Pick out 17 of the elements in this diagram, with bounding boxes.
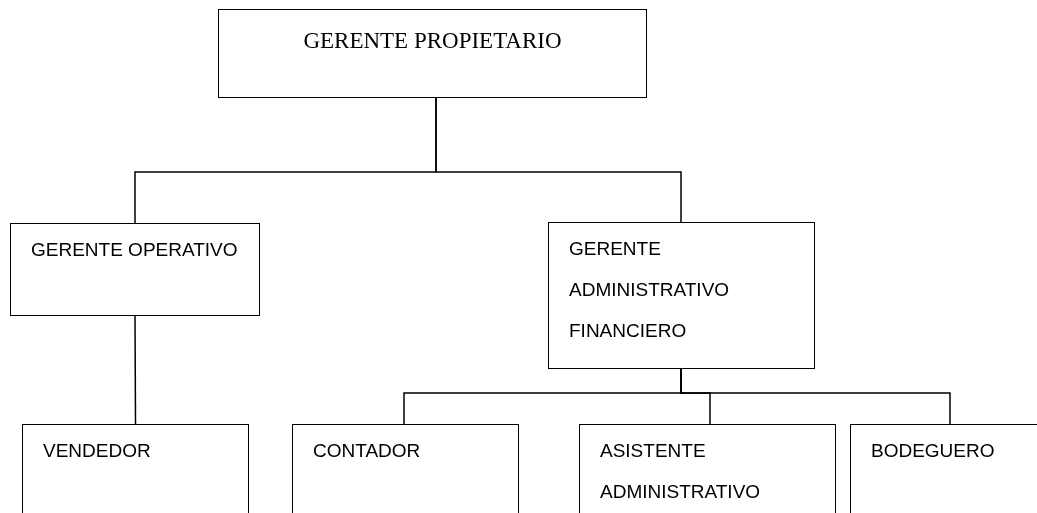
connector-line [134,315,137,425]
role-title: GERENTE OPERATIVO [31,238,239,262]
role-title: CONTADOR [313,439,422,463]
org-chart-box [22,424,249,513]
role-title: BODEGUERO [871,439,996,463]
org-chart-box [548,222,815,369]
role-title: VENDEDOR [43,439,152,463]
org-chart-box [579,424,836,513]
role-title: ASISTENTE ADMINISTRATIVO [600,439,762,504]
role-title: GERENTE ADMINISTRATIVO FINANCIERO [569,237,731,343]
org-chart-box [10,223,260,316]
org-chart-box [292,424,519,513]
org-chart-box [218,9,647,98]
connector-line [680,368,951,425]
connector-line [435,97,682,223]
role-title: GERENTE PROPIETARIO [302,27,563,55]
org-chart-box [850,424,1037,513]
